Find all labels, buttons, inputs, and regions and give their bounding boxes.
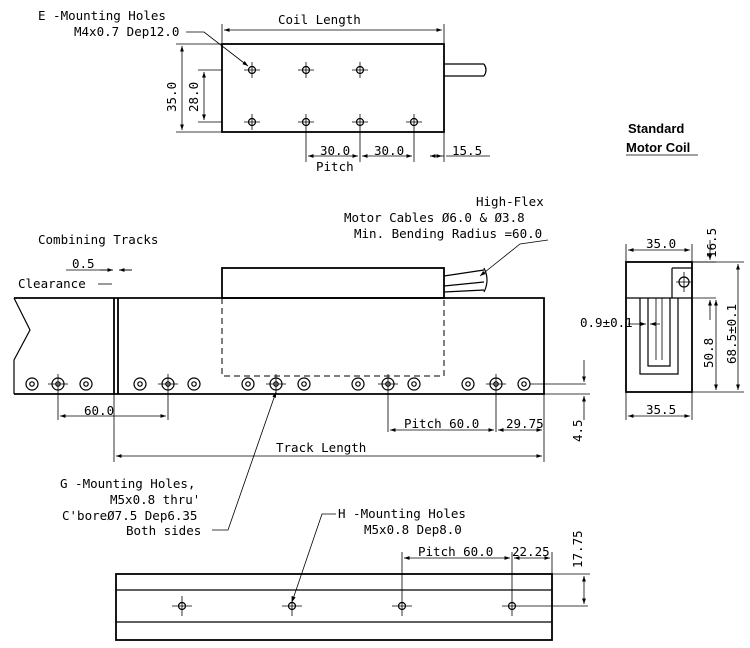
end-view-outline [625,261,693,393]
end-offset-29: 29.75 [506,416,544,431]
track-break-line [13,297,31,394]
cable-line2: Motor Cables Ø6.0 & Ø3.8 [344,210,525,225]
pitch-left: 60.0 [84,403,114,418]
track-body [14,297,545,395]
hole-plain [517,377,531,391]
coil-cable-stub [444,63,487,77]
coil-top-view: E -Mounting Holes M4x0.7 Dep12.0 Coil Le… [38,8,490,174]
hole-crosshair [502,596,522,616]
coil-block [221,267,445,299]
hole-crosshair [392,596,412,616]
track-bottom-view: H -Mounting Holes M5x0.8 Dep8.0 Pitch 60… [115,506,590,641]
hole-crosshair [352,62,368,78]
hole-plain [241,377,255,391]
pitch-1: 30.0 [320,143,350,158]
hole-plain [461,377,475,391]
e-mounting-holes [244,62,422,130]
track-bottom-body [115,573,553,641]
e-holes-title: E -Mounting Holes [38,8,166,23]
hole-crosshair [352,114,368,130]
end-gap: 0.9±0.1 [580,315,633,330]
g-mounting-holes [25,374,586,394]
hole-plain [297,377,311,391]
pitch-2: 30.0 [374,143,404,158]
h-height: 17.75 [570,530,585,568]
g-holes-line4: Both sides [126,523,201,538]
h-mounting-holes [172,596,588,616]
end-width-bottom: 35.5 [646,402,676,417]
hole-crosshair [172,596,192,616]
h-holes-line2: M5x0.8 Dep8.0 [364,522,462,537]
hole-crosshair [158,374,178,394]
hole-crosshair [378,374,398,394]
hole-crosshair [266,374,286,394]
end-height-mid: 50.8 [701,338,716,368]
end-offset-15: 15.5 [452,143,482,158]
hole-plain [407,377,421,391]
track-side-view: High-Flex Motor Cables Ø6.0 & Ø3.8 Min. … [13,194,590,462]
end-width-top: 35.0 [646,236,676,251]
dim-35: 35.0 [164,82,179,112]
hole-plain [351,377,365,391]
cable-leader [479,239,549,277]
coil-body-outline [221,43,445,133]
g-holes-leader [212,391,277,531]
track-length-label: Track Length [276,440,366,455]
hole-plain [133,377,147,391]
combining-label: Combining Tracks [38,232,158,247]
cable-line3: Min. Bending Radius =60.0 [354,226,542,241]
end-view-slot [639,298,679,375]
hole-crosshair [298,62,314,78]
coil-hidden-outline [221,298,445,377]
gap-label: 0.5 [72,256,95,271]
cable-line1: High-Flex [476,194,544,209]
g-holes-line3: C'boreØ7.5 Dep6.35 [62,508,197,523]
pitch-right: Pitch 60.0 [404,416,479,431]
hole-crosshair [486,374,506,394]
end-height-total: 68.5±0.1 [724,304,739,364]
track-joint [113,298,119,394]
hole-plain [187,377,201,391]
height-offset: 4.5 [570,419,585,442]
coil-length-label: Coil Length [278,12,361,27]
hole-plain [25,377,39,391]
hole-crosshair [244,114,260,130]
h-pitch: Pitch 60.0 [418,544,493,559]
dim-28: 28.0 [186,82,201,112]
g-holes-line1: G -Mounting Holes, [60,476,195,491]
motor-coil-label: Motor Coil [626,140,690,155]
end-view: 35.0 16.5 0.9±0.1 50.8 68.5±0.1 35.5 [580,228,744,420]
h-end-offset: 22.25 [512,544,550,559]
hole-crosshair [48,374,68,394]
h-holes-leader [291,513,336,603]
g-holes-note: G -Mounting Holes, M5x0.8 thru' C'boreØ7… [60,391,277,538]
coil-cables [443,267,488,293]
g-holes-line2: M5x0.8 thru' [110,492,200,507]
clearance-label: Clearance [18,276,86,291]
standard-label: Standard [628,121,684,136]
hole-crosshair [244,62,260,78]
hole-plain [79,377,93,391]
e-holes-spec: M4x0.7 Dep12.0 [74,24,179,39]
hole-crosshair [298,114,314,130]
end-height-top: 16.5 [704,228,719,258]
hole-crosshair [406,114,422,130]
e-holes-leader [186,31,249,67]
hole-crosshair [282,596,302,616]
h-holes-line1: H -Mounting Holes [338,506,466,521]
pitch-label: Pitch [316,159,354,174]
